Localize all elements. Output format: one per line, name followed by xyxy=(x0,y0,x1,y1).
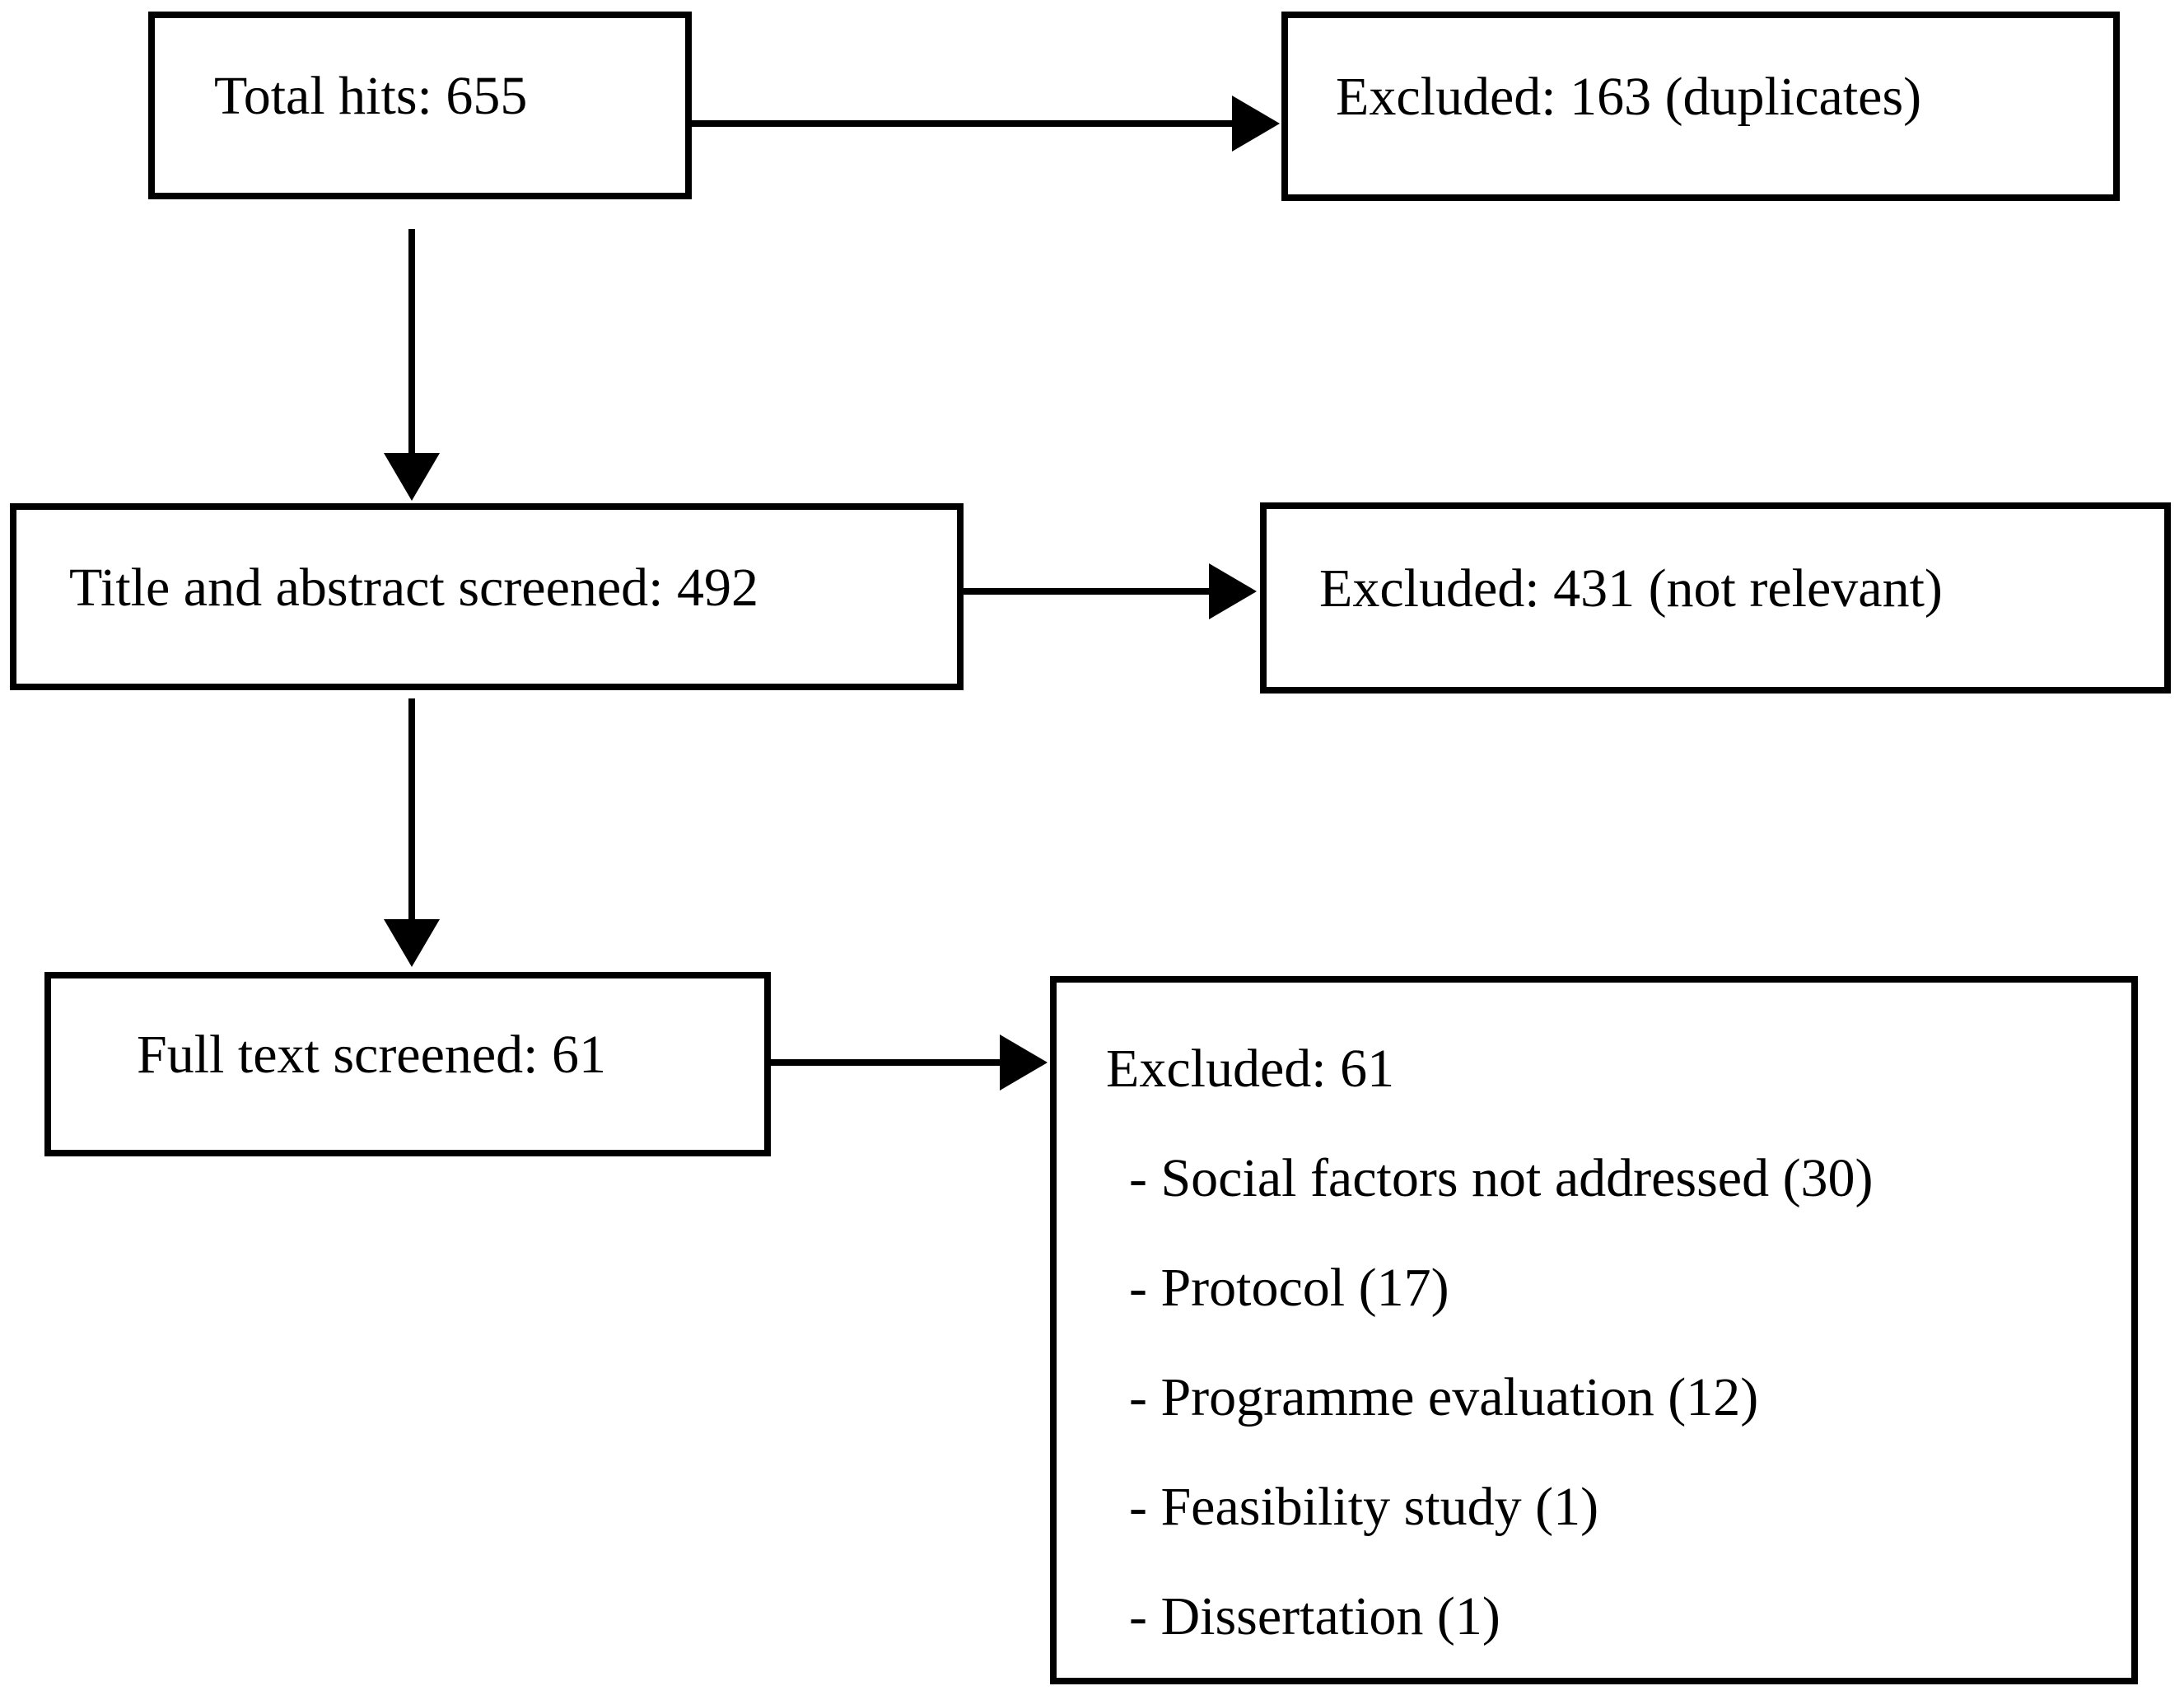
box-excluded-full-text: Excluded: 61 - Social factors not addres… xyxy=(1050,976,2138,1684)
box-excluded-full-text-label: Excluded: 61 xyxy=(1106,1038,1395,1099)
arrow-shaft xyxy=(692,120,1232,127)
arrowhead-down-icon xyxy=(384,919,440,967)
box-excluded-duplicates: Excluded: 163 (duplicates) xyxy=(1281,12,2120,201)
box-excluded-not-relevant: Excluded: 431 (not relevant) xyxy=(1260,502,2171,694)
arrow-shaft xyxy=(408,698,415,919)
arrowhead-down-icon xyxy=(384,453,440,501)
box-title-abstract-screened: Title and abstract screened: 492 xyxy=(10,503,964,690)
box-total-hits-label: Total hits: 655 xyxy=(214,66,528,127)
exclusion-reason-item: - Social factors not addressed (30) xyxy=(1129,1147,1874,1208)
arrowhead-right-icon xyxy=(1209,563,1257,619)
box-full-text-screened-label: Full text screened: 61 xyxy=(137,1025,607,1086)
arrow-shaft xyxy=(771,1059,1000,1066)
exclusion-reason-item: - Dissertation (1) xyxy=(1129,1586,1500,1646)
arrow-shaft xyxy=(408,229,415,453)
box-full-text-screened: Full text screened: 61 xyxy=(44,972,771,1156)
box-total-hits: Total hits: 655 xyxy=(148,12,692,199)
exclusion-reason-item: - Feasibility study (1) xyxy=(1129,1476,1599,1537)
arrow-shaft xyxy=(964,588,1209,595)
box-title-abstract-screened-label: Title and abstract screened: 492 xyxy=(69,557,758,618)
arrowhead-right-icon xyxy=(1232,96,1280,152)
box-excluded-duplicates-label: Excluded: 163 (duplicates) xyxy=(1336,67,1922,128)
exclusion-reason-item: - Programme evaluation (12) xyxy=(1129,1366,1759,1427)
box-excluded-not-relevant-label: Excluded: 431 (not relevant) xyxy=(1319,558,1943,619)
exclusion-reason-item: - Protocol (17) xyxy=(1129,1257,1449,1318)
arrowhead-right-icon xyxy=(1000,1034,1048,1091)
